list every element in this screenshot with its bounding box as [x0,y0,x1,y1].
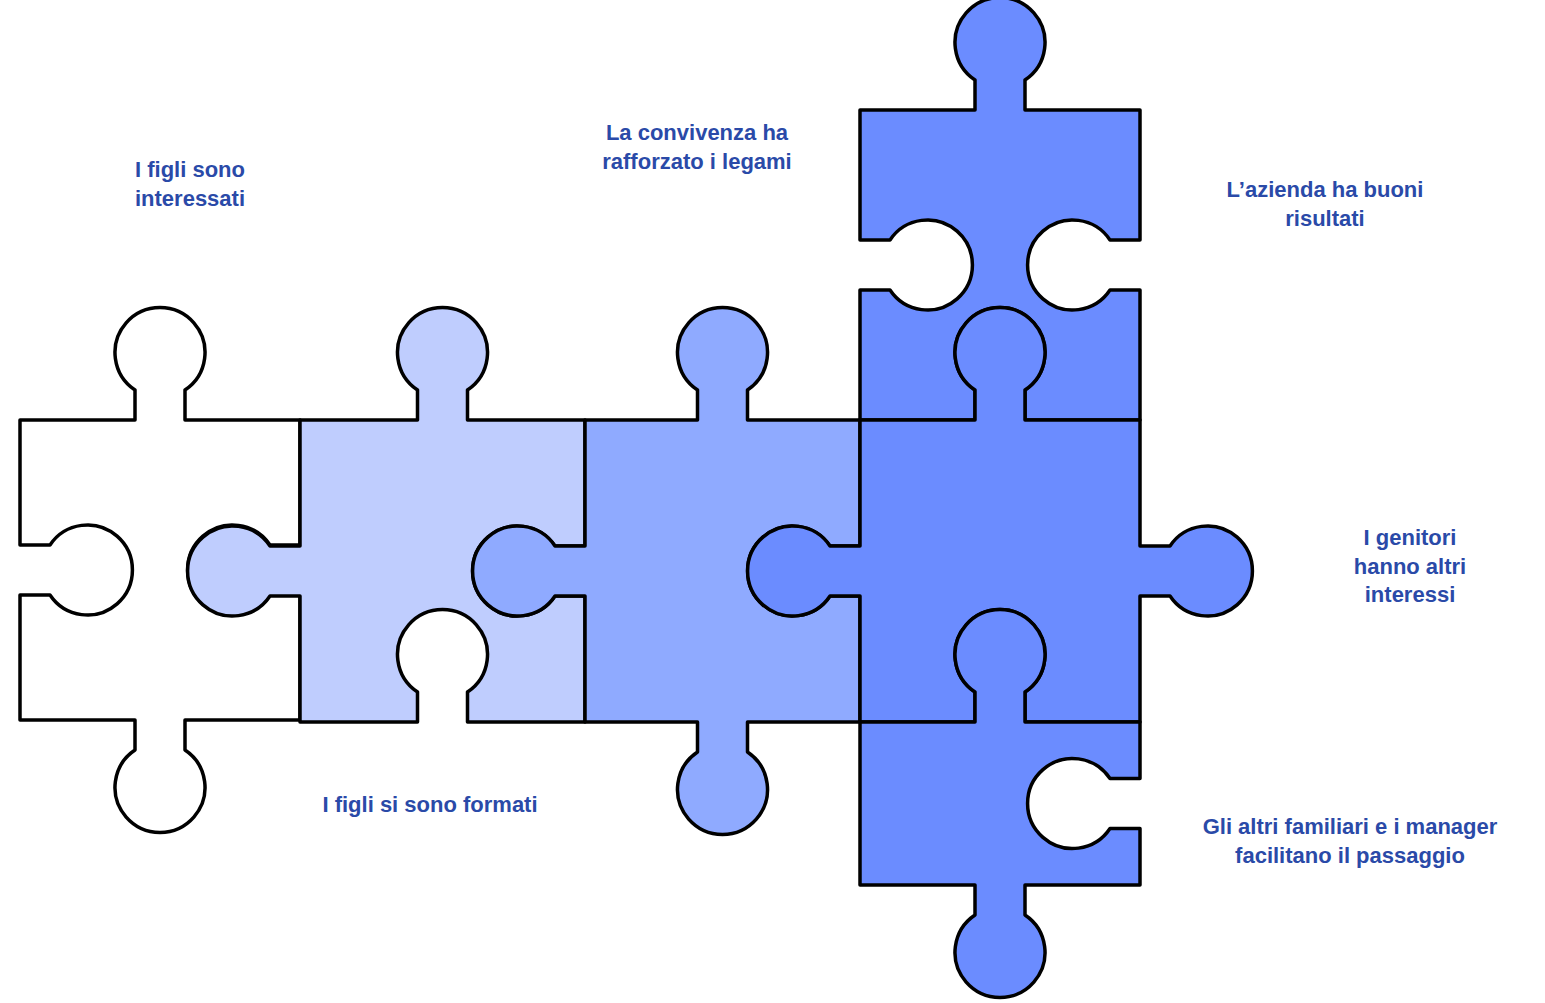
piece-label: I figli si sono formati [320,791,540,820]
piece-label: La convivenza ha rafforzato i legami [592,119,802,176]
piece-label: I genitori hanno altri interessi [1330,524,1490,610]
piece-label: I figli sono interessati [90,156,290,213]
piece-label: L’azienda ha buoni risultati [1205,176,1445,233]
puzzle-outline [860,610,1140,998]
puzzle-outline [188,308,585,722]
piece-label: Gli altri familiari e i manager facilita… [1200,813,1500,870]
puzzle-piece: Gli altri familiari e i manager facilita… [740,602,1260,1003]
puzzle-shape [740,602,1260,1003]
